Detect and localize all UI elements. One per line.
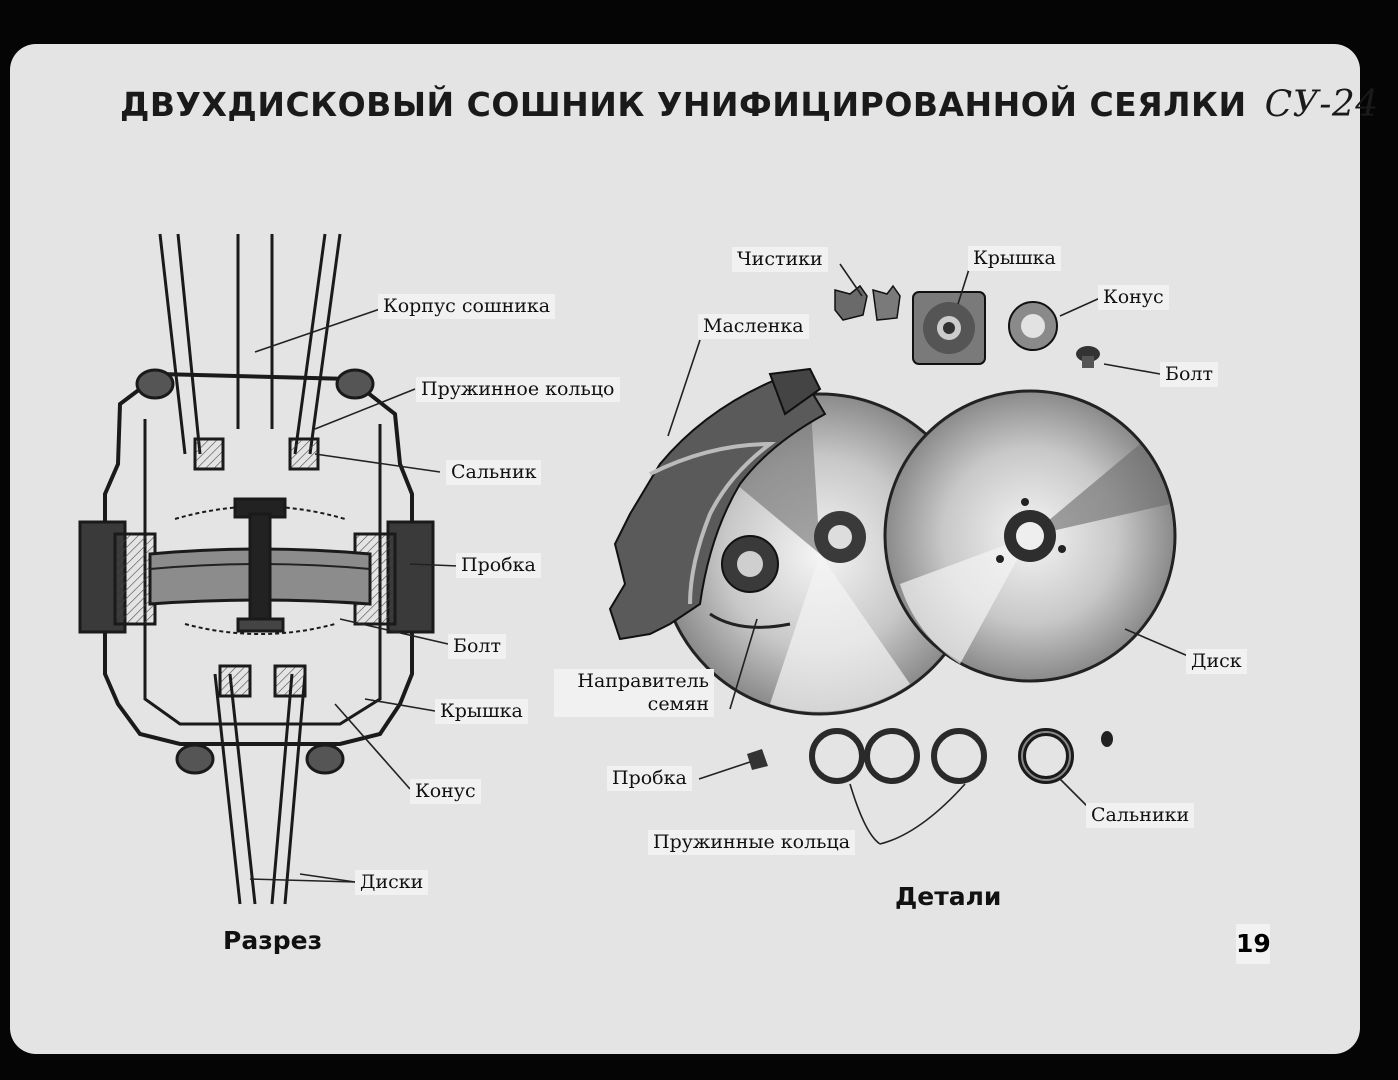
label-discs: Диски xyxy=(355,870,429,895)
label-cone: Конус xyxy=(410,779,481,804)
label-parts-plug: Пробка xyxy=(607,766,692,791)
label-body: Корпус сошника xyxy=(378,294,556,319)
section-leader-lines xyxy=(249,308,459,883)
title-text: ДВУХДИСКОВЫЙ СОШНИК УНИФИЦИРОВАННОЙ СЕЯЛ… xyxy=(120,85,1247,124)
label-disc: Диск xyxy=(1186,649,1247,674)
label-seals: Сальники xyxy=(1086,803,1195,828)
title-model: СУ-24 xyxy=(1264,84,1379,125)
caption-parts: Детали xyxy=(895,882,1002,911)
label-cover: Крышка xyxy=(435,699,528,724)
label-spring-rings: Пружинные кольца xyxy=(648,830,856,855)
label-oiler: Масленка xyxy=(698,314,809,339)
label-seed-guide: Направитель семян xyxy=(554,669,714,717)
label-spring-ring: Пружинное кольцо xyxy=(416,377,620,402)
label-seal: Сальник xyxy=(446,460,542,485)
cross-section-drawing xyxy=(78,233,435,905)
page-number: 19 xyxy=(1236,924,1271,964)
label-bolt: Болт xyxy=(448,634,506,659)
label-parts-bolt: Болт xyxy=(1160,362,1218,387)
caption-section: Разрез xyxy=(223,926,323,955)
label-parts-cover: Крышка xyxy=(968,246,1061,271)
parts-leader-lines xyxy=(667,263,1189,845)
slide-title: ДВУХДИСКОВЫЙ СОШНИК УНИФИЦИРОВАННОЙ СЕЯЛ… xyxy=(120,84,1379,125)
label-plug: Пробка xyxy=(456,553,541,578)
slide: ДВУХДИСКОВЫЙ СОШНИК УНИФИЦИРОВАННОЙ СЕЯЛ… xyxy=(10,44,1378,1054)
label-cleaners: Чистики xyxy=(732,247,828,272)
parts-drawing xyxy=(608,284,1177,784)
diagram-illustration xyxy=(78,233,1189,905)
label-parts-cone: Конус xyxy=(1098,285,1169,310)
